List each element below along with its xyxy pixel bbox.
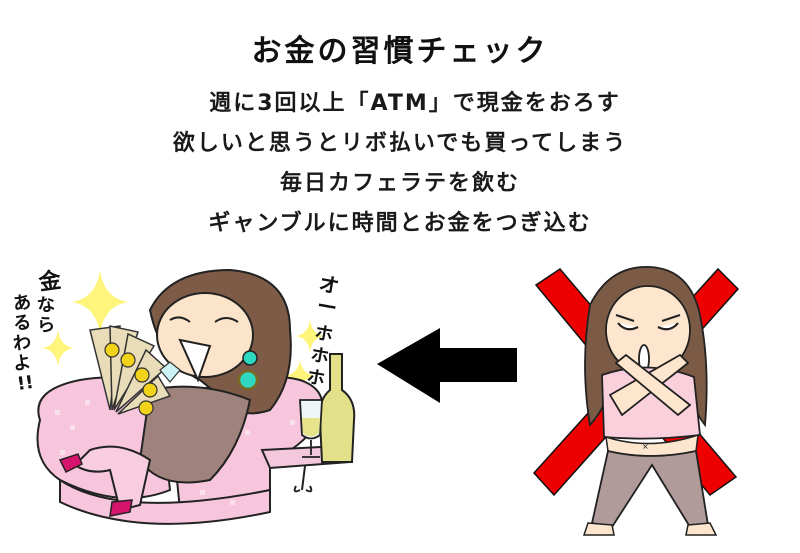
heel-shoe	[58, 453, 83, 474]
habit-item: 週に3回以上「ATM」で現金をおろす	[209, 91, 621, 116]
habit-item: ギャンブルに時間とお金をつぎ込む	[208, 211, 592, 236]
svg-text:×: ×	[642, 442, 649, 451]
svg-text:オ: オ	[317, 271, 341, 298]
svg-text:ホ: ホ	[309, 344, 330, 368]
rich-woman-illustration: 金 な ら あ る わ よ !! オ ー ホ ホ ホ	[12, 267, 356, 525]
svg-text:金: 金	[36, 267, 63, 296]
refusing-woman-illustration: ×	[532, 266, 740, 536]
speech-text-laugh: オ ー ホ ホ ホ	[305, 271, 341, 390]
svg-text:わ: わ	[12, 332, 33, 355]
svg-text:な: な	[36, 294, 57, 317]
habit-item: 欲しいと思うとリボ払いでも買ってしまう	[172, 131, 628, 156]
face	[156, 292, 254, 378]
pants	[590, 449, 710, 529]
svg-text:ホ: ホ	[305, 366, 326, 390]
page-title: お金の習慣チェック	[251, 34, 549, 69]
habit-item: 毎日カフェラテを飲む	[279, 171, 520, 196]
svg-text:ー: ー	[315, 293, 339, 320]
dress	[138, 385, 252, 484]
speech-text-money: 金 な ら あ る わ よ !!	[12, 267, 64, 395]
earring	[242, 350, 258, 366]
coin-icon	[104, 342, 158, 416]
habit-list: 週に3回以上「ATM」で現金をおろす 欲しいと思うとリボ払いでも買ってしまう 毎…	[0, 84, 800, 244]
heel-shoe	[109, 499, 133, 517]
svg-text:ホ: ホ	[313, 322, 334, 346]
diamond-icon	[159, 361, 181, 383]
foot	[582, 522, 615, 536]
svg-text:よ: よ	[12, 352, 33, 375]
svg-text:ら: ら	[36, 314, 57, 337]
svg-text:!!: !!	[16, 372, 35, 395]
left-arrow-icon	[377, 328, 517, 403]
svg-text:あ: あ	[12, 292, 33, 315]
wine-bottle	[318, 353, 356, 463]
foot	[685, 522, 718, 536]
svg-text:る: る	[12, 312, 33, 335]
